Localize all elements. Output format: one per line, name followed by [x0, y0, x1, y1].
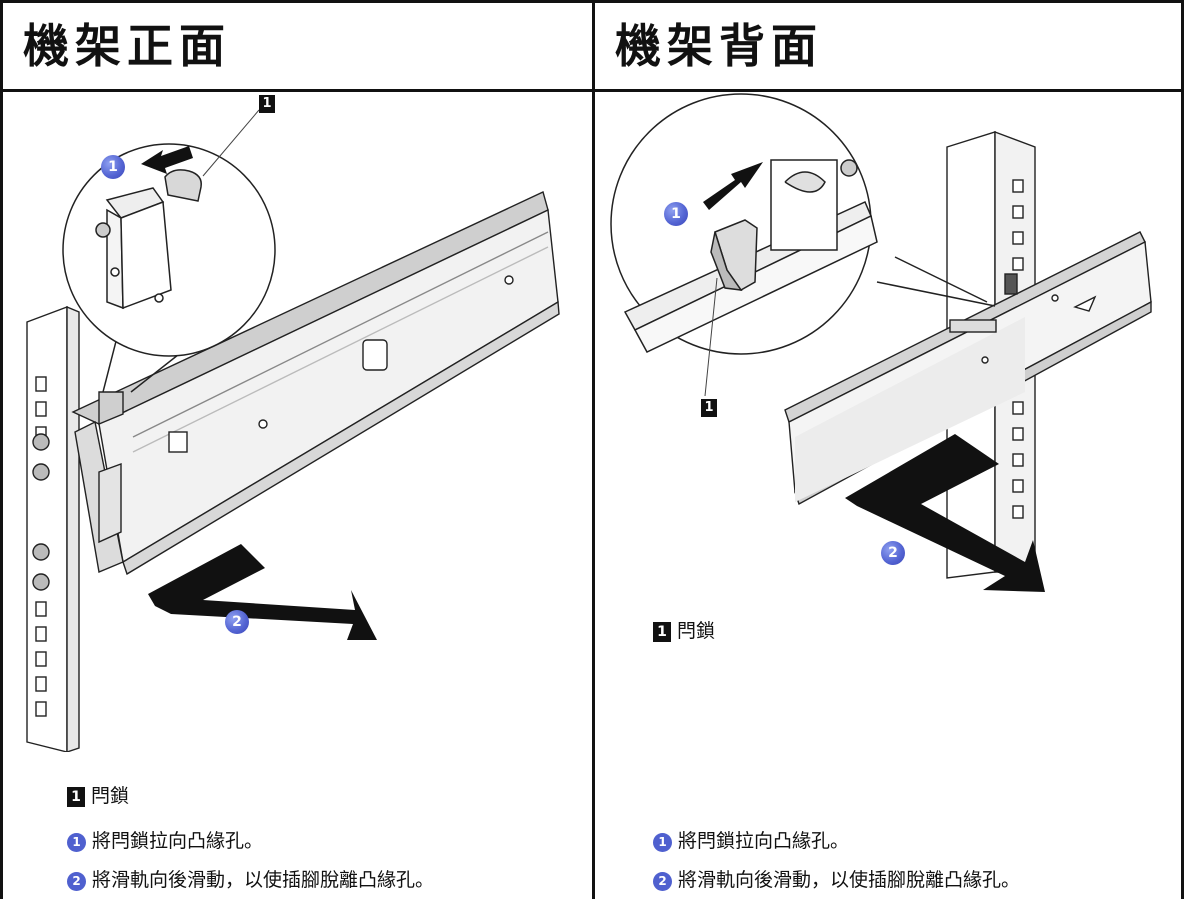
panel-rack-front: 機架正面 — [0, 0, 595, 899]
callout-step-1-icon: 1 — [101, 155, 125, 179]
panel-rack-rear: 機架背面 — [592, 0, 1184, 899]
step-2-text: 將滑軌向後滑動，以使插腳脫離凸緣孔。 — [92, 869, 435, 891]
rack-post — [26, 305, 80, 752]
callout-step-2-icon: 2 — [881, 541, 905, 565]
panel-header: 機架正面 — [3, 3, 592, 92]
step-1-badge-icon: 1 — [67, 833, 86, 852]
step-1-text: 將閂鎖拉向凸緣孔。 — [92, 830, 264, 852]
step-1-instruction: 1 將閂鎖拉向凸緣孔。 — [653, 829, 849, 853]
rack-front-illustration — [26, 109, 560, 752]
slide-rail — [71, 191, 560, 576]
panel-header: 機架背面 — [595, 3, 1181, 92]
step-2-badge-icon: 2 — [653, 872, 672, 891]
slide-back-arrow-icon — [148, 544, 377, 640]
step-2-instruction: 2 將滑軌向後滑動，以使插腳脫離凸緣孔。 — [653, 868, 1020, 892]
panel-title: 機架背面 — [615, 19, 823, 73]
callout-step-2-icon: 2 — [225, 610, 249, 634]
legend-label: 閂鎖 — [91, 785, 130, 807]
legend-latch: 1 閂鎖 — [653, 619, 715, 643]
callout-step-1-icon: 1 — [664, 202, 688, 226]
step-1-text: 將閂鎖拉向凸緣孔。 — [678, 830, 850, 852]
step-2-badge-icon: 2 — [67, 872, 86, 891]
zoom-callout — [62, 109, 276, 393]
rack-rear-illustration — [610, 93, 1152, 592]
step-1-instruction: 1 將閂鎖拉向凸緣孔。 — [67, 829, 263, 853]
legend-label: 閂鎖 — [677, 620, 716, 642]
zoom-callout — [610, 93, 996, 397]
step-2-instruction: 2 將滑軌向後滑動，以使插腳脫離凸緣孔。 — [67, 868, 434, 892]
slide-back-arrow-icon — [845, 434, 1045, 592]
callout-tag-1: 1 — [259, 95, 275, 113]
slide-rail — [784, 231, 1152, 506]
step-2-text: 將滑軌向後滑動，以使插腳脫離凸緣孔。 — [678, 869, 1021, 891]
panel-title: 機架正面 — [23, 19, 231, 73]
step-1-badge-icon: 1 — [653, 833, 672, 852]
legend-tag-icon: 1 — [653, 622, 671, 642]
legend-latch: 1 閂鎖 — [67, 784, 129, 808]
callout-tag-1: 1 — [701, 399, 717, 417]
legend-tag-icon: 1 — [67, 787, 85, 807]
pull-arrow-icon — [141, 146, 193, 174]
push-arrow-icon — [703, 162, 763, 210]
